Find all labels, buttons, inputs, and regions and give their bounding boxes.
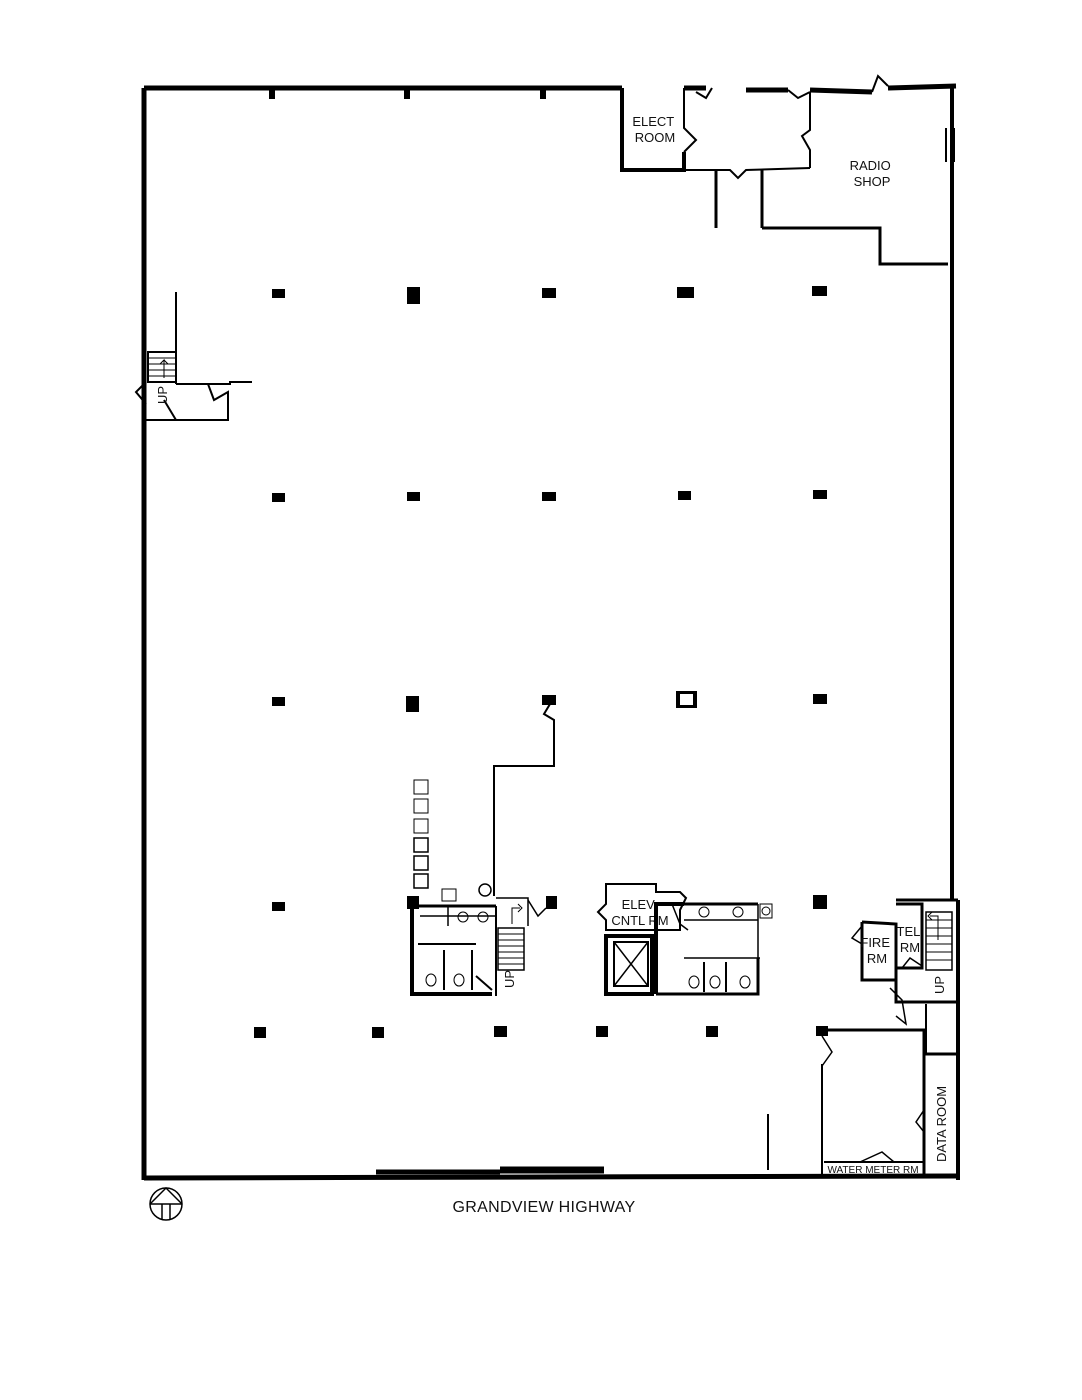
west-stair <box>134 292 252 421</box>
water-meter-rm-label: WATER METER RM <box>827 1165 918 1176</box>
column <box>678 491 691 500</box>
north-arrow-icon <box>149 1186 183 1221</box>
tel-rm-label: TEL RM <box>897 924 924 955</box>
column <box>406 696 419 712</box>
center-stair <box>495 897 547 996</box>
column <box>407 492 420 501</box>
elect-room <box>620 88 698 172</box>
column <box>269 89 275 99</box>
column <box>542 492 556 501</box>
column <box>813 490 827 499</box>
east-stair <box>889 898 958 1026</box>
structural-columns <box>254 89 828 1038</box>
storage-lockers <box>413 779 429 889</box>
column <box>812 286 827 296</box>
column <box>706 1026 718 1037</box>
column <box>272 493 285 502</box>
radio-shop <box>762 74 948 266</box>
fire-rm-label: FIRE RM <box>860 935 893 966</box>
exterior-walls <box>141 83 960 1181</box>
column <box>372 1027 384 1038</box>
column <box>813 694 827 704</box>
column <box>813 895 827 909</box>
column <box>542 695 556 705</box>
column <box>677 287 694 298</box>
column <box>272 902 285 911</box>
column <box>272 697 285 706</box>
corridor-vestibule <box>684 87 811 228</box>
east-washroom-block <box>654 902 773 996</box>
radio-shop-label: RADIO SHOP <box>850 158 895 189</box>
elevator-core <box>596 883 688 996</box>
water-meter-room <box>821 1028 926 1176</box>
elev-cntl-rm-label: ELEV CNTL RM <box>611 897 668 928</box>
column <box>494 1026 507 1037</box>
column <box>254 1027 266 1038</box>
elect-room-label: ELECT ROOM <box>632 114 677 145</box>
column <box>272 289 285 298</box>
data-room <box>924 1004 958 1056</box>
center-partition <box>493 699 555 896</box>
column <box>407 287 420 304</box>
column <box>546 896 557 909</box>
column <box>404 89 410 99</box>
center-washroom-block <box>410 883 496 996</box>
west-stair-up-label: UP <box>155 386 170 404</box>
east-stair-up-label: UP <box>932 976 947 994</box>
data-room-label: DATA ROOM <box>934 1086 949 1162</box>
column <box>596 1026 608 1037</box>
column <box>540 89 546 99</box>
center-stair-up-label: UP <box>502 970 517 988</box>
column <box>542 288 556 298</box>
tel-room <box>896 902 924 970</box>
street-label: GRANDVIEW HIGHWAY <box>453 1199 636 1216</box>
